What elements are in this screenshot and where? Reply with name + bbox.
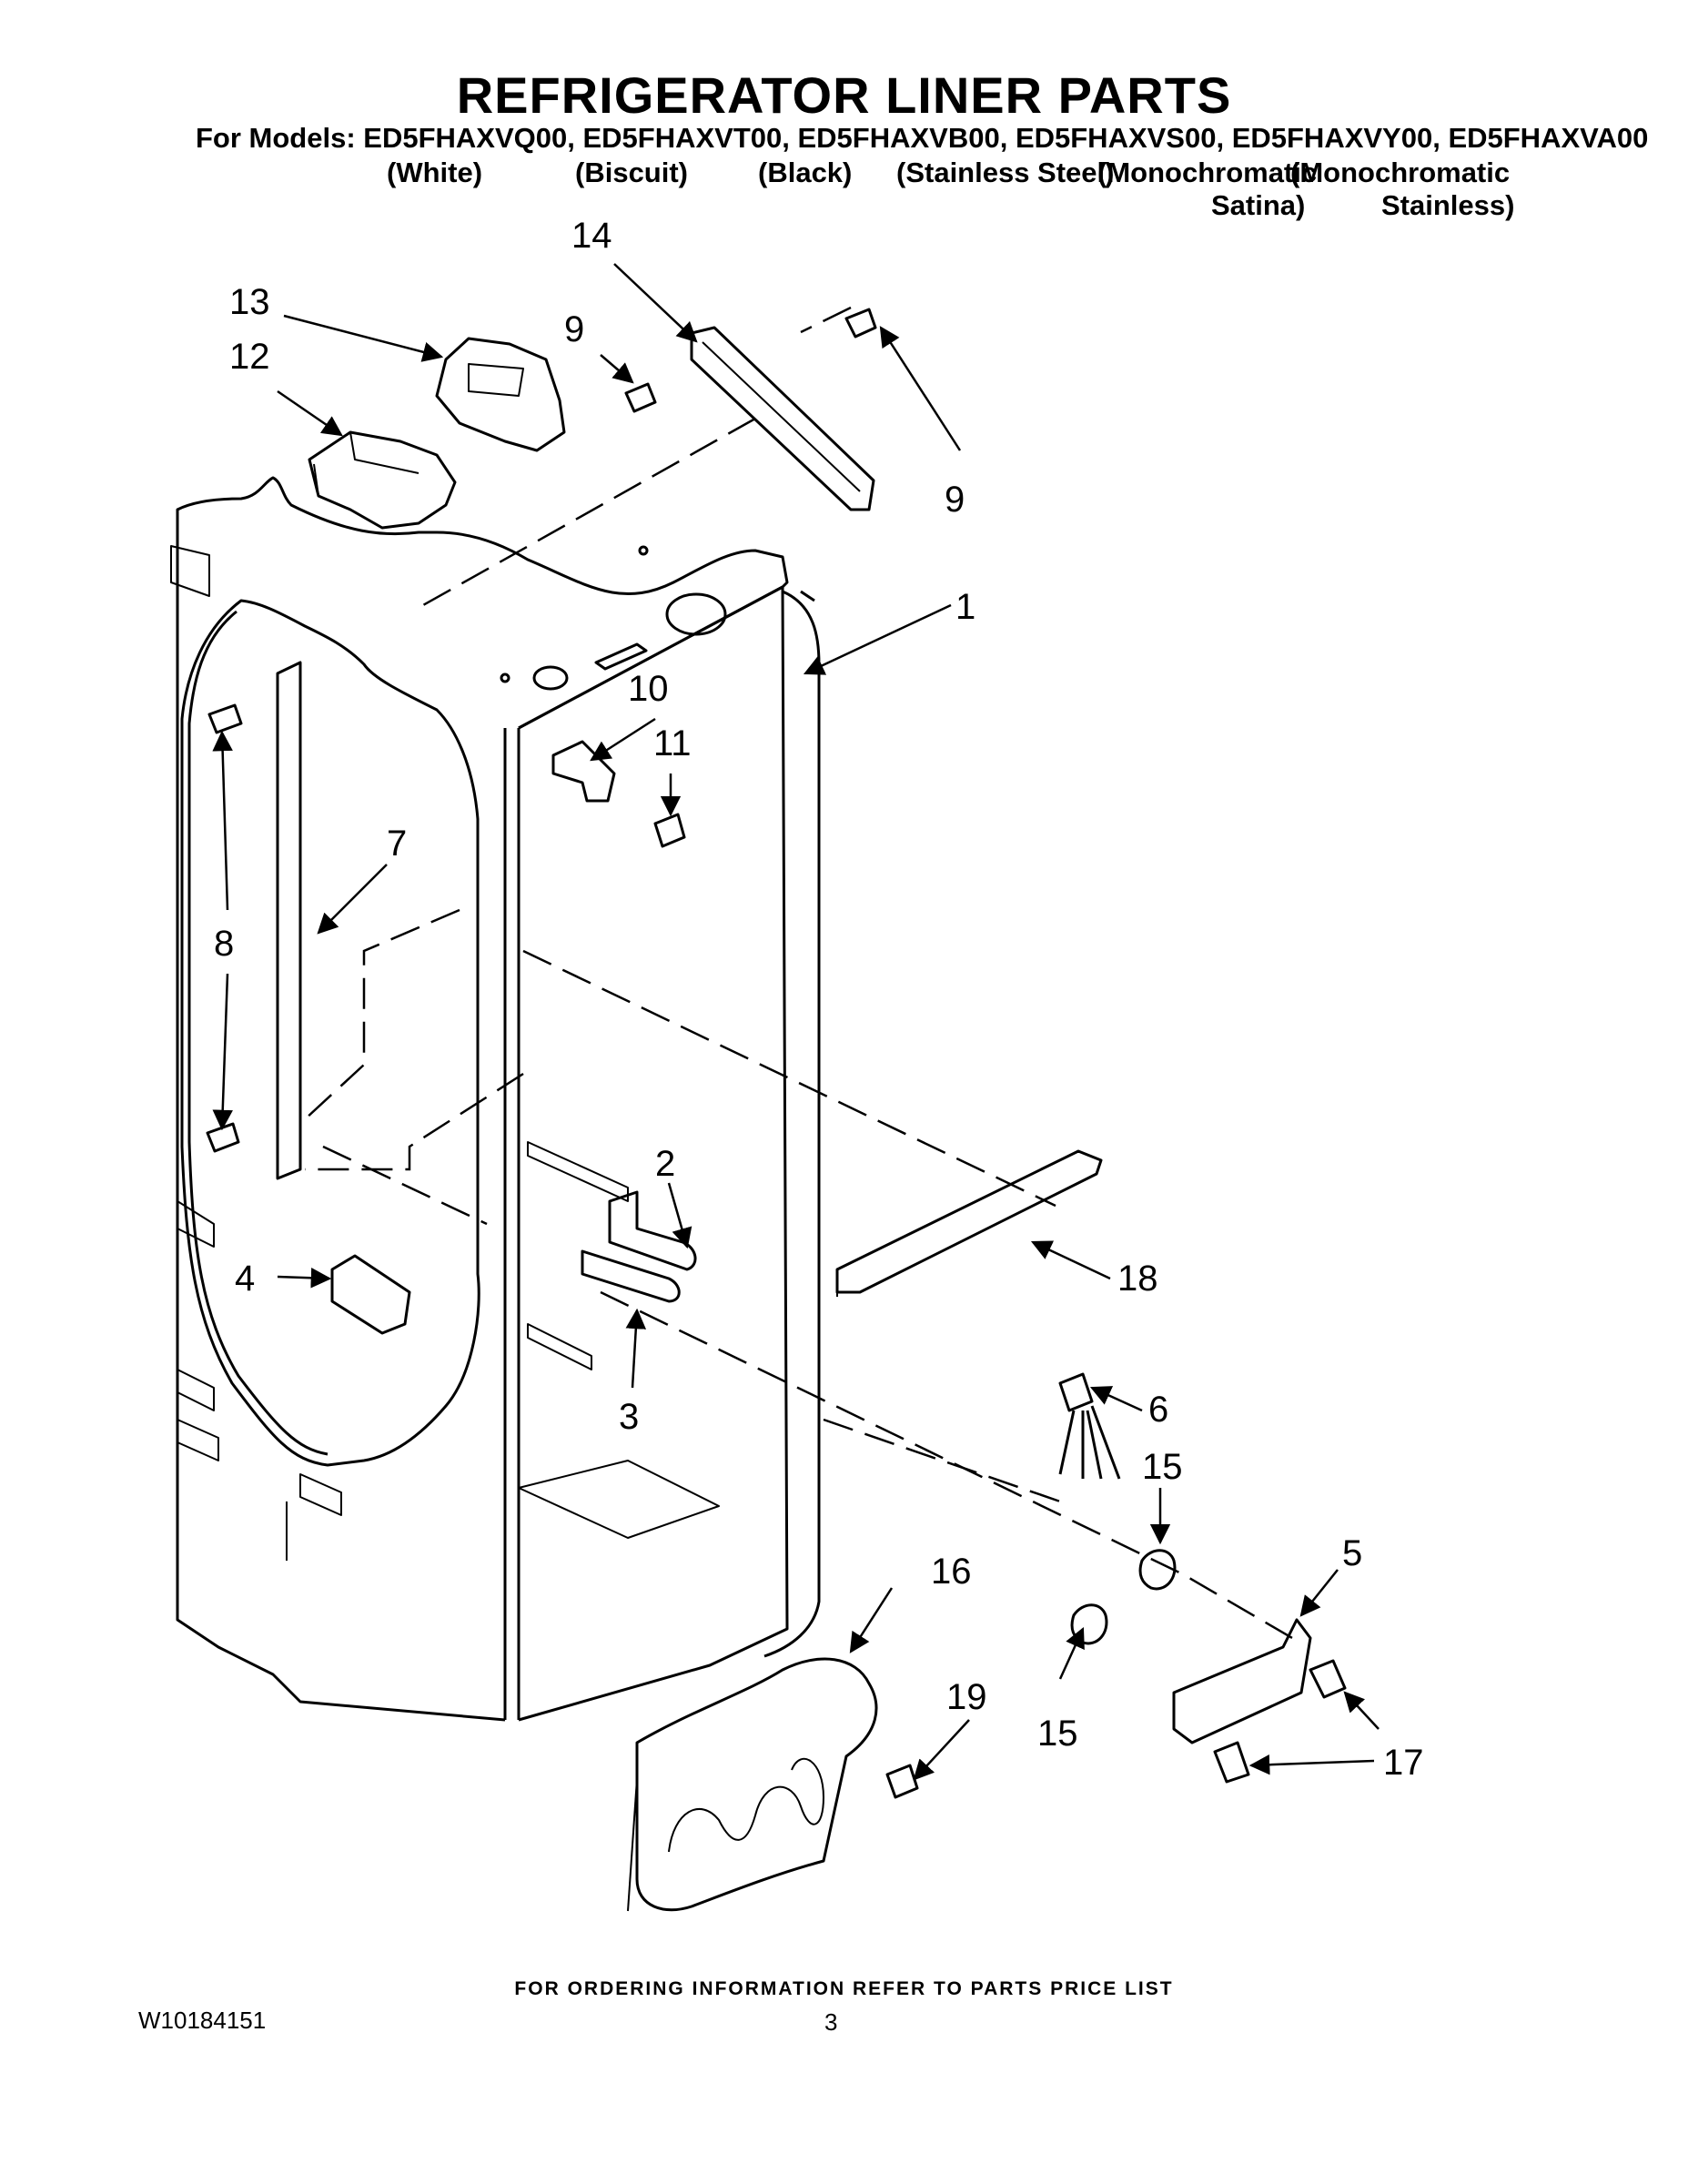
part-15-grommet-a (1138, 1549, 1177, 1591)
ordering-note: FOR ORDERING INFORMATION REFER TO PARTS … (514, 1978, 1174, 1999)
part-3-bracket (581, 1249, 681, 1303)
callout-3: 3 (619, 1397, 639, 1437)
callout-18: 18 (1117, 1259, 1158, 1299)
part-5-housing (1172, 1618, 1312, 1744)
part-14-strip (690, 326, 875, 511)
callout-16: 16 (931, 1552, 972, 1592)
callout-9-right: 9 (945, 480, 965, 520)
models-line: For Models: ED5FHAXVQ00, ED5FHAXVT00, ED… (196, 122, 1649, 154)
part-2-bracket (608, 1190, 697, 1271)
part-12-housing (308, 430, 457, 530)
callout-11: 11 (653, 723, 692, 763)
part-15-grommet-b (1070, 1603, 1108, 1645)
part-19-screw (885, 1764, 919, 1799)
variant-monochromatic-satina-line2: Satina) (1211, 189, 1306, 221)
part-4-vent (330, 1254, 411, 1335)
callout-8: 8 (214, 924, 234, 964)
liner-cabinet (170, 476, 821, 1722)
callout-17: 17 (1383, 1743, 1424, 1783)
callout-19: 19 (946, 1677, 987, 1717)
variant-monochromatic-stainless-line2: Stainless) (1381, 189, 1515, 221)
callout-12: 12 (229, 337, 270, 377)
callout-15-upper: 15 (1142, 1447, 1183, 1487)
callout-2: 2 (655, 1144, 675, 1184)
callout-7: 7 (387, 824, 407, 864)
variant-biscuit: (Biscuit) (575, 157, 688, 188)
part-7-rail (276, 661, 302, 1180)
part-18-channel (835, 1149, 1103, 1294)
document-number: W10184151 (138, 2007, 267, 2034)
part-16-evaporator (635, 1657, 878, 1912)
part-9-screw-left (624, 382, 657, 413)
callout-6: 6 (1148, 1390, 1168, 1430)
callout-14: 14 (571, 216, 612, 256)
part-13-cover (435, 337, 566, 452)
part-17-screw-b (1213, 1741, 1250, 1784)
callout-10: 10 (628, 669, 669, 709)
alignment-lines (304, 306, 1293, 1640)
callout-5: 5 (1342, 1533, 1362, 1573)
page-title: REFRIGERATOR LINER PARTS (456, 66, 1232, 124)
variant-stainless-steel: (Stainless Steel) (896, 157, 1115, 188)
variant-white: (White) (387, 157, 483, 188)
part-10-bracket (551, 740, 616, 803)
part-11-screw (653, 813, 686, 848)
callout-4: 4 (235, 1259, 255, 1299)
callout-13: 13 (229, 282, 270, 322)
callout-1: 1 (955, 587, 975, 627)
part-6-harness (1058, 1372, 1121, 1480)
part-17-screw-a (1309, 1659, 1347, 1699)
variant-monochromatic-satina: (Monochromatic (1097, 157, 1318, 188)
variant-monochromatic-stainless: (Monochromatic (1290, 157, 1511, 188)
part-8-screw-top (207, 703, 243, 734)
callout-9-left: 9 (564, 309, 584, 349)
page-number: 3 (824, 2008, 838, 2036)
variant-black: (Black) (758, 157, 853, 188)
part-9-screw-right (844, 308, 877, 339)
leader-arrows (212, 263, 1380, 1781)
callout-15-lower: 15 (1037, 1714, 1078, 1754)
